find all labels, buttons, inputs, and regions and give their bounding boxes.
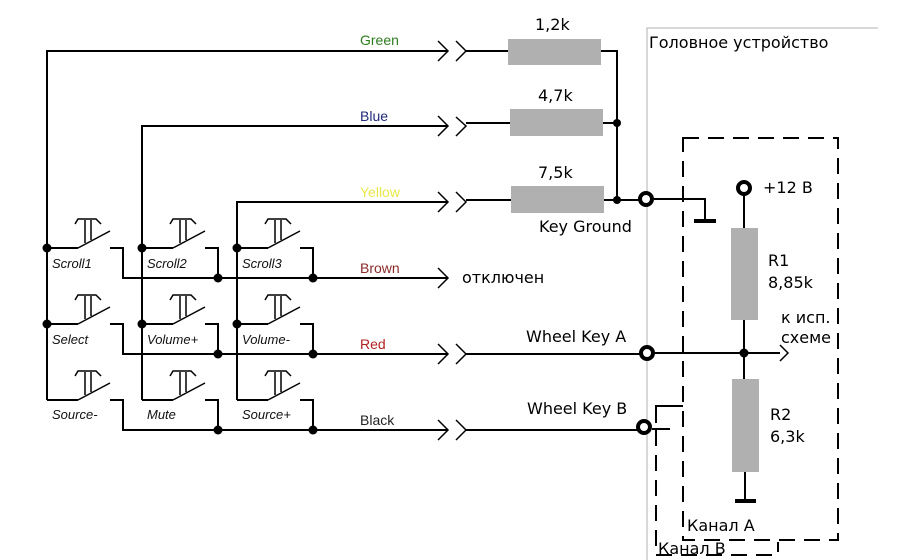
pushbutton-switch-icon: [264, 218, 301, 249]
connector-arrow-icon: [437, 267, 450, 289]
switch-label-volume-up: Volume+: [147, 332, 199, 347]
pushbutton-switch-icon: [74, 294, 111, 325]
junction-dot: [232, 243, 242, 253]
r2-value: 6,3k: [770, 427, 805, 446]
wire-label-black: Black: [360, 412, 395, 428]
resistor-7-5k: [511, 186, 604, 213]
pushbutton-switch-icon: [74, 218, 111, 249]
channel-a-label: Канал А: [687, 516, 755, 535]
junction-dot: [308, 273, 318, 283]
junction-dot: [613, 119, 621, 127]
junction-dot: [137, 243, 147, 253]
black-bus: [110, 399, 448, 431]
junction-dot: [137, 319, 147, 329]
wire-label-blue: Blue: [360, 108, 388, 124]
wheel-key-b-label: Wheel Key B: [527, 399, 627, 418]
red-bus: [110, 323, 448, 355]
connector-arrow-icon: [437, 343, 450, 365]
supply-label: +12 В: [763, 178, 813, 197]
supply-terminal: [736, 180, 752, 196]
switch-label-volume-down: Volume-: [242, 332, 291, 347]
junction-dot: [613, 196, 621, 204]
wire-segment: [205, 323, 219, 354]
connector-socket-icon: [455, 191, 468, 213]
pushbutton-switch-icon: [74, 370, 111, 401]
switch-label-mute: Mute: [147, 407, 176, 422]
wheel-key-a-terminal: [639, 345, 655, 361]
connector-socket-icon: [455, 40, 468, 62]
r1-value: 8,85k: [768, 273, 814, 292]
switch-label-source-up: Source+: [242, 407, 291, 422]
wire-segment: [300, 323, 314, 354]
switch-label-scroll1: Scroll1: [52, 256, 92, 271]
wire-segment: [205, 247, 219, 278]
connector-socket-icon: [455, 116, 468, 137]
switch-label-scroll2: Scroll2: [147, 256, 188, 271]
pushbutton-switch-icon: [264, 294, 301, 325]
pushbutton-switch-icon: [264, 370, 301, 401]
resistor-r1: [731, 228, 758, 320]
connector-arrow-icon: [437, 40, 450, 62]
resistor-r2: [732, 379, 759, 472]
junction-dot: [42, 243, 52, 253]
pushbutton-switch-icon: [169, 294, 206, 325]
channel-b-box: [655, 430, 779, 556]
disconnected-label: отключен: [462, 268, 544, 287]
switch-label-select: Select: [52, 332, 90, 347]
resistor-value-yellow: 7,5k: [538, 163, 573, 182]
to-circuit-label-line2: схеме: [781, 328, 831, 347]
r2-name: R2: [770, 405, 791, 424]
switch-label-scroll3: Scroll3: [242, 256, 283, 271]
yellow-wire: [236, 201, 448, 400]
wire-label-green: Green: [360, 32, 399, 48]
to-circuit-label-line1: к исп.: [781, 308, 831, 327]
junction-dot: [213, 425, 223, 435]
connector-arrow-icon: [437, 419, 450, 441]
resistor-common-bus: [601, 50, 641, 201]
channel-b-link: [655, 405, 683, 423]
junction-dot: [213, 349, 223, 359]
junction-dot: [739, 348, 749, 358]
wheel-key-b-terminal: [636, 419, 652, 435]
key-ground-terminal: [638, 191, 654, 207]
wire-label-brown: Brown: [360, 260, 400, 276]
wire-label-red: Red: [360, 336, 386, 352]
junction-dot: [308, 425, 318, 435]
pushbutton-switch-icon: [169, 218, 206, 249]
output-arrow-icon: [779, 344, 790, 362]
resistor-1-2k: [508, 39, 601, 65]
channel-b-label: Канал В: [658, 539, 726, 558]
wheel-key-a-label: Wheel Key A: [526, 327, 626, 346]
r1-name: R1: [768, 251, 789, 270]
green-wire: [46, 50, 448, 400]
brown-bus: [110, 247, 448, 279]
wire-label-yellow: Yellow: [360, 184, 401, 200]
head-unit-frame: [646, 27, 878, 560]
resistor-4-7k: [510, 109, 603, 136]
junction-dot: [213, 273, 223, 283]
junction-dot: [308, 349, 318, 359]
resistor-value-green: 1,2k: [535, 15, 570, 34]
head-unit-title: Головное устройство: [649, 33, 828, 52]
wire-segment: [300, 247, 314, 278]
wire-segment: [205, 399, 219, 430]
connector-arrow-icon: [437, 115, 450, 137]
connector-socket-icon: [455, 419, 468, 441]
connector-arrow-icon: [437, 191, 450, 213]
key-ground-wire: [654, 198, 706, 221]
resistor-value-blue: 4,7k: [538, 86, 573, 105]
pushbutton-switch-icon: [169, 370, 206, 401]
wire-segment: [300, 399, 314, 430]
connector-socket-icon: [455, 343, 468, 365]
key-ground-label: Key Ground: [539, 217, 632, 236]
junction-dot: [42, 319, 52, 329]
blue-wire: [141, 125, 448, 400]
switch-label-source-down: Source-: [52, 407, 98, 422]
channel-a-box: [682, 137, 839, 541]
junction-dot: [232, 319, 242, 329]
